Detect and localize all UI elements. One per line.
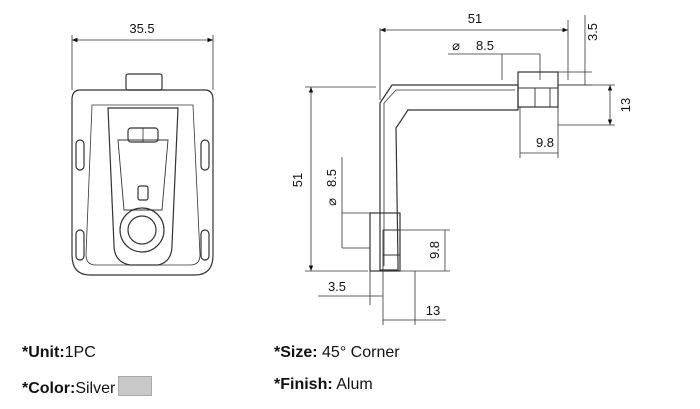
spec-unit: *Unit:1PC (22, 344, 96, 362)
dim-side-top-width: 51 (468, 11, 482, 26)
side-slot (75, 229, 85, 261)
side-slot (75, 139, 85, 171)
bottom-flange-hook (382, 229, 400, 271)
small-slot (137, 185, 149, 201)
dim-side-left-height: 51 (290, 173, 305, 187)
top-flange-hook (518, 87, 558, 107)
clamp-frame (107, 107, 179, 266)
dim-side-top-flange-width: 9.8 (536, 135, 554, 150)
spec-finish-label: *Finish: (274, 376, 333, 393)
spec-color-value: Silver (75, 380, 116, 397)
dim-side-top-hole: 8.5 (476, 38, 494, 53)
dim-side-left-flange-height: 9.8 (427, 241, 442, 259)
dim-side-top-thickness: 3.5 (585, 23, 600, 41)
bracket-body (71, 89, 214, 276)
spec-finish: *Finish: Alum (274, 376, 373, 394)
bottom-flange (369, 212, 401, 272)
bolt-hole-outer (119, 207, 165, 253)
spec-size-value: 45° Corner (322, 344, 400, 361)
spec-unit-label: *Unit: (22, 344, 65, 361)
technical-drawing: 35.5 (71, 11, 633, 325)
dim-front-width: 35.5 (129, 21, 154, 36)
bracket-inner-edge (85, 104, 201, 266)
diameter-icon: ⌀ (452, 38, 460, 53)
l-profile-inner (383, 89, 515, 266)
top-tab (125, 73, 163, 91)
clamp-slot (117, 139, 169, 211)
spec-size-label: *Size: (274, 344, 318, 361)
spec-unit-value: 1PC (64, 344, 96, 361)
spec-color-label: *Color: (22, 380, 76, 397)
dim-side-left-thickness: 3.5 (328, 279, 346, 294)
bolt-hole-inner (127, 215, 157, 245)
diameter-icon: ⌀ (324, 198, 339, 206)
l-profile-outer (379, 84, 519, 271)
spec-color: *Color:Silver (22, 376, 153, 398)
front-view (71, 35, 214, 276)
dim-side-left-flange-width: 13 (426, 303, 440, 318)
side-slot (200, 229, 210, 261)
spec-size: *Size: 45° Corner (274, 344, 400, 362)
top-flange (517, 71, 559, 108)
product-specs: *Unit:1PC *Size: 45° Corner *Color:Silve… (0, 336, 700, 406)
side-view (305, 15, 615, 325)
side-slot (200, 139, 210, 171)
dim-side-left-hole: 8.5 (324, 169, 339, 187)
color-swatch (118, 376, 153, 396)
spec-finish-value: Alum (336, 376, 373, 393)
dim-side-top-flange-height: 13 (618, 98, 633, 112)
